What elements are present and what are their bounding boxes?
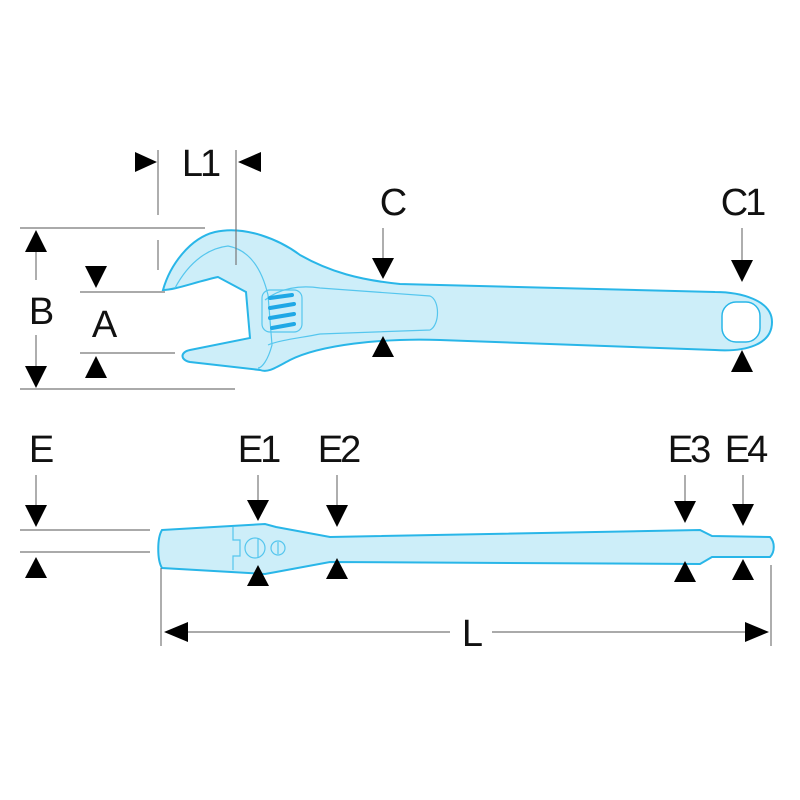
label-L1: L1	[182, 143, 220, 185]
wrench-top-view	[161, 229, 774, 372]
label-E: E	[29, 429, 53, 471]
dimension-E1: E1	[238, 429, 283, 586]
dimension-L: L	[160, 565, 772, 655]
worm-gear-icon	[268, 293, 296, 330]
dimension-E4: E4	[725, 429, 771, 580]
dimension-A: A	[80, 266, 175, 378]
dimension-C1: C1	[721, 182, 768, 372]
dimension-C: C	[372, 182, 409, 357]
dimension-E3: E3	[668, 429, 713, 582]
dimension-E: E	[20, 429, 150, 578]
label-C: C	[380, 182, 406, 224]
label-E4: E4	[725, 429, 768, 471]
label-B: B	[29, 291, 53, 333]
label-C1: C1	[721, 182, 765, 224]
ring-hole	[721, 301, 761, 343]
label-E3: E3	[668, 429, 710, 471]
label-E2: E2	[318, 429, 360, 471]
dimension-L1: L1	[135, 143, 261, 270]
wrench-side-view	[157, 522, 775, 576]
dimension-E2: E2	[318, 429, 363, 579]
label-L: L	[462, 613, 482, 655]
label-E1: E1	[238, 429, 280, 471]
label-A: A	[92, 304, 118, 346]
